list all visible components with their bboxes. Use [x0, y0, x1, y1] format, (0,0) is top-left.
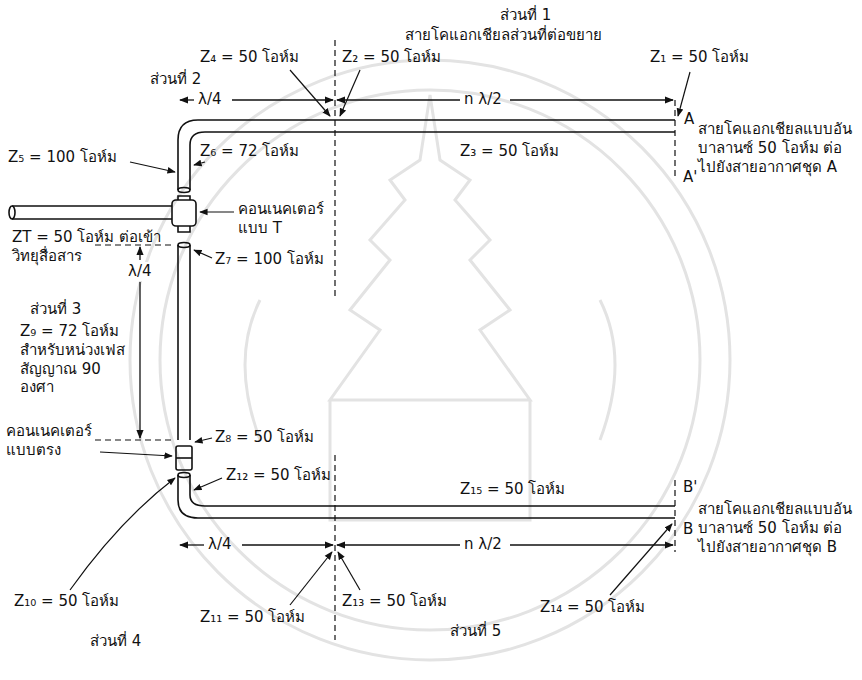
text-label: ส่วนที่ 1: [500, 6, 551, 25]
text-label: Z₆ = 72 โอห์ม: [200, 142, 299, 161]
text-label: Z₁ = 50 โอห์ม: [650, 48, 749, 67]
text-label: n λ/2: [464, 535, 502, 554]
text-label: Z₁₂ = 50 โอห์ม: [226, 466, 331, 485]
text-label: ส่วนที่ 4: [90, 632, 141, 651]
straight-connector: [176, 457, 192, 459]
text-label: Z₁₁ = 50 โอห์ม: [200, 608, 305, 627]
text-label: สายโคแอกเชียลแบบอันบาลานซ์ 50 โอห์ม ต่อไ…: [698, 500, 858, 556]
text-label: Z₃ = 50 โอห์ม: [460, 142, 559, 161]
text-label: Z₈ = 50 โอห์ม: [215, 428, 314, 447]
text-label: ส่วนที่ 2: [150, 70, 201, 89]
coax-cable: [178, 120, 675, 190]
text-label: Z₁₃ = 50 โอห์ม: [342, 592, 447, 611]
cable-end: [178, 243, 190, 248]
text-label: ZT = 50 โอห์ม ต่อเข้าวิทยุสื่อสาร: [12, 228, 162, 266]
reference-line: [95, 40, 675, 640]
t-connector: [178, 196, 190, 232]
text-label: λ/4: [198, 90, 221, 109]
dimension-line: [140, 100, 673, 545]
text-label: B: [683, 520, 693, 539]
text-label: คอนเนคเตอร์ แบบตรง: [6, 422, 101, 460]
cable-end: [9, 206, 15, 219]
text-label: λ/4: [126, 262, 153, 281]
text-label: คอนเนคเตอร์ แบบ T: [238, 200, 348, 238]
text-label: Z₄ = 50 โอห์ม: [200, 48, 299, 67]
text-label: Z₅ = 100 โอห์ม: [8, 148, 117, 167]
text-label: ส่วนที่ 5: [450, 622, 501, 641]
text-label: Z₇ = 100 โอห์ม: [215, 250, 324, 269]
coax-cable: [12, 206, 172, 219]
text-label: Z₁₄ = 50 โอห์ม: [540, 598, 645, 617]
cable-end: [178, 473, 190, 478]
watermark-emblem: [130, 60, 730, 660]
t-connector: [172, 200, 196, 226]
leader-arrow: [70, 70, 690, 605]
text-label: Z₂ = 50 โอห์ม: [342, 48, 441, 67]
text-label: ส่วนที่ 3: [30, 300, 81, 319]
text-label: สายโคแอกเชียลส่วนที่ต่อขยาย: [405, 26, 602, 45]
text-label: B': [683, 478, 697, 497]
coax-cable: [190, 132, 675, 190]
text-label: Z₁₀ = 50 โอห์ม: [14, 592, 119, 611]
text-label: Z₉ = 72 โอห์ม สำหรับหน่วงเฟส สัญญาณ 90 อ…: [20, 322, 138, 397]
text-label: A': [683, 168, 697, 187]
text-label: n λ/2: [464, 90, 502, 109]
straight-connector: [176, 446, 192, 470]
cable-end: [178, 188, 190, 193]
text-label: A: [684, 110, 694, 129]
text-label: สายโคแอกเชียลแบบอันบาลานซ์ 50 โอห์ม ต่อไ…: [698, 120, 858, 176]
text-label: λ/4: [208, 535, 231, 554]
coax-cable: [178, 245, 190, 440]
text-label: Z₁₅ = 50 โอห์ม: [460, 480, 565, 499]
